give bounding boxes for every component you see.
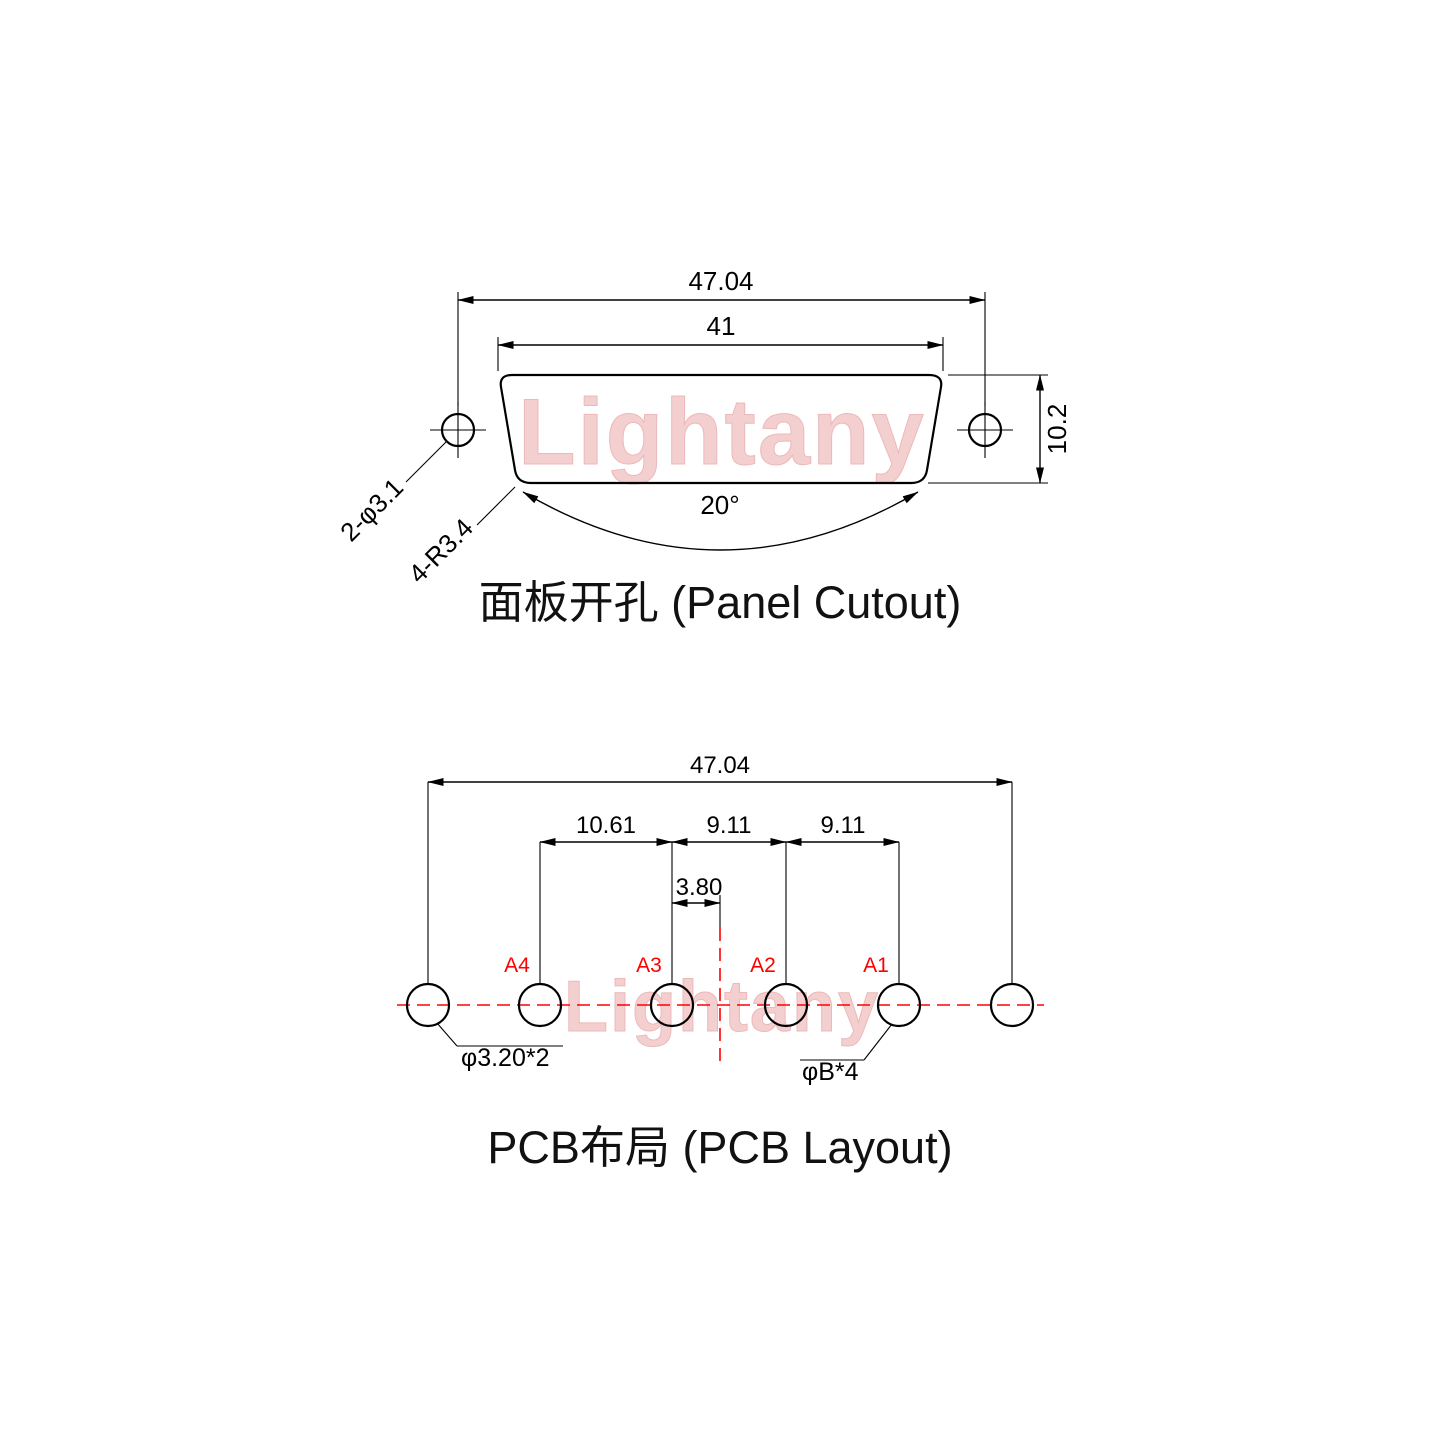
leader-line <box>476 486 516 526</box>
leader-line <box>405 441 447 483</box>
callout-text: φ3.20*2 <box>461 1044 550 1072</box>
callout-pcb-mount-holes: φ3.20*2 <box>436 1022 563 1072</box>
callout-text: φB*4 <box>802 1058 859 1086</box>
dim-value: 41 <box>707 311 736 341</box>
panel-cutout-drawing: 47.04 41 10.2 2-φ3.1 4-R3.4 <box>334 266 1072 628</box>
pcb-layout-title: PCB布局 (PCB Layout) <box>487 1122 952 1173</box>
pin-hole-a4 <box>517 982 563 1028</box>
dim-center-offset: 3.80 <box>671 874 723 930</box>
angle-arc <box>522 491 919 551</box>
watermark-top: Lightany <box>518 379 926 484</box>
panel-cutout-title: 面板开孔 (Panel Cutout) <box>479 577 962 628</box>
leader-line <box>863 1023 893 1061</box>
callout-signal-holes: φB*4 <box>800 1023 893 1086</box>
pin-hole-a3 <box>649 982 695 1028</box>
dim-cutout-width: 41 <box>497 311 944 371</box>
dim-side-angle: 20° <box>522 490 919 551</box>
mount-hole-left <box>430 402 486 458</box>
dsub-cutout-outline <box>499 373 943 485</box>
pcb-mount-hole-left <box>405 982 451 1028</box>
callout-corner-radius: 4-R3.4 <box>402 486 516 589</box>
angle-value: 20° <box>700 490 739 520</box>
watermark-bottom: Lightany <box>564 967 880 1047</box>
dim-value: 10.2 <box>1042 404 1072 455</box>
pcb-mount-hole-right <box>989 982 1035 1028</box>
dim-panel-overall-width: 47.04 <box>457 266 986 406</box>
pin-label-a1: A1 <box>863 954 889 977</box>
pin-hole-a2 <box>763 982 809 1028</box>
dim-value-a4-a3: 10.61 <box>576 812 636 839</box>
pin-label-a3: A3 <box>636 954 662 977</box>
dim-value-a3-a2: 9.11 <box>707 812 752 839</box>
pcb-layout-drawing: 47.04 10.61 9.11 9.11 3.80 <box>397 752 1044 1173</box>
callout-text: 2-φ3.1 <box>334 472 409 547</box>
dim-pin-pitches: 10.61 9.11 9.11 <box>539 812 900 983</box>
pin-label-a2: A2 <box>750 954 776 977</box>
dim-value: 47.04 <box>690 752 750 779</box>
dim-value: 3.80 <box>676 874 723 901</box>
callout-text: 4-R3.4 <box>402 512 478 588</box>
mount-hole-right <box>957 402 1013 458</box>
callout-mount-holes: 2-φ3.1 <box>334 441 447 547</box>
dim-pcb-overall-width: 47.04 <box>427 752 1013 983</box>
pin-hole-a1 <box>876 982 922 1028</box>
pin-label-a4: A4 <box>504 954 530 977</box>
dim-value: 47.04 <box>688 266 753 296</box>
dim-value-a2-a1: 9.11 <box>821 812 866 839</box>
leader-line <box>436 1022 458 1047</box>
dim-cutout-height: 10.2 <box>928 374 1072 484</box>
